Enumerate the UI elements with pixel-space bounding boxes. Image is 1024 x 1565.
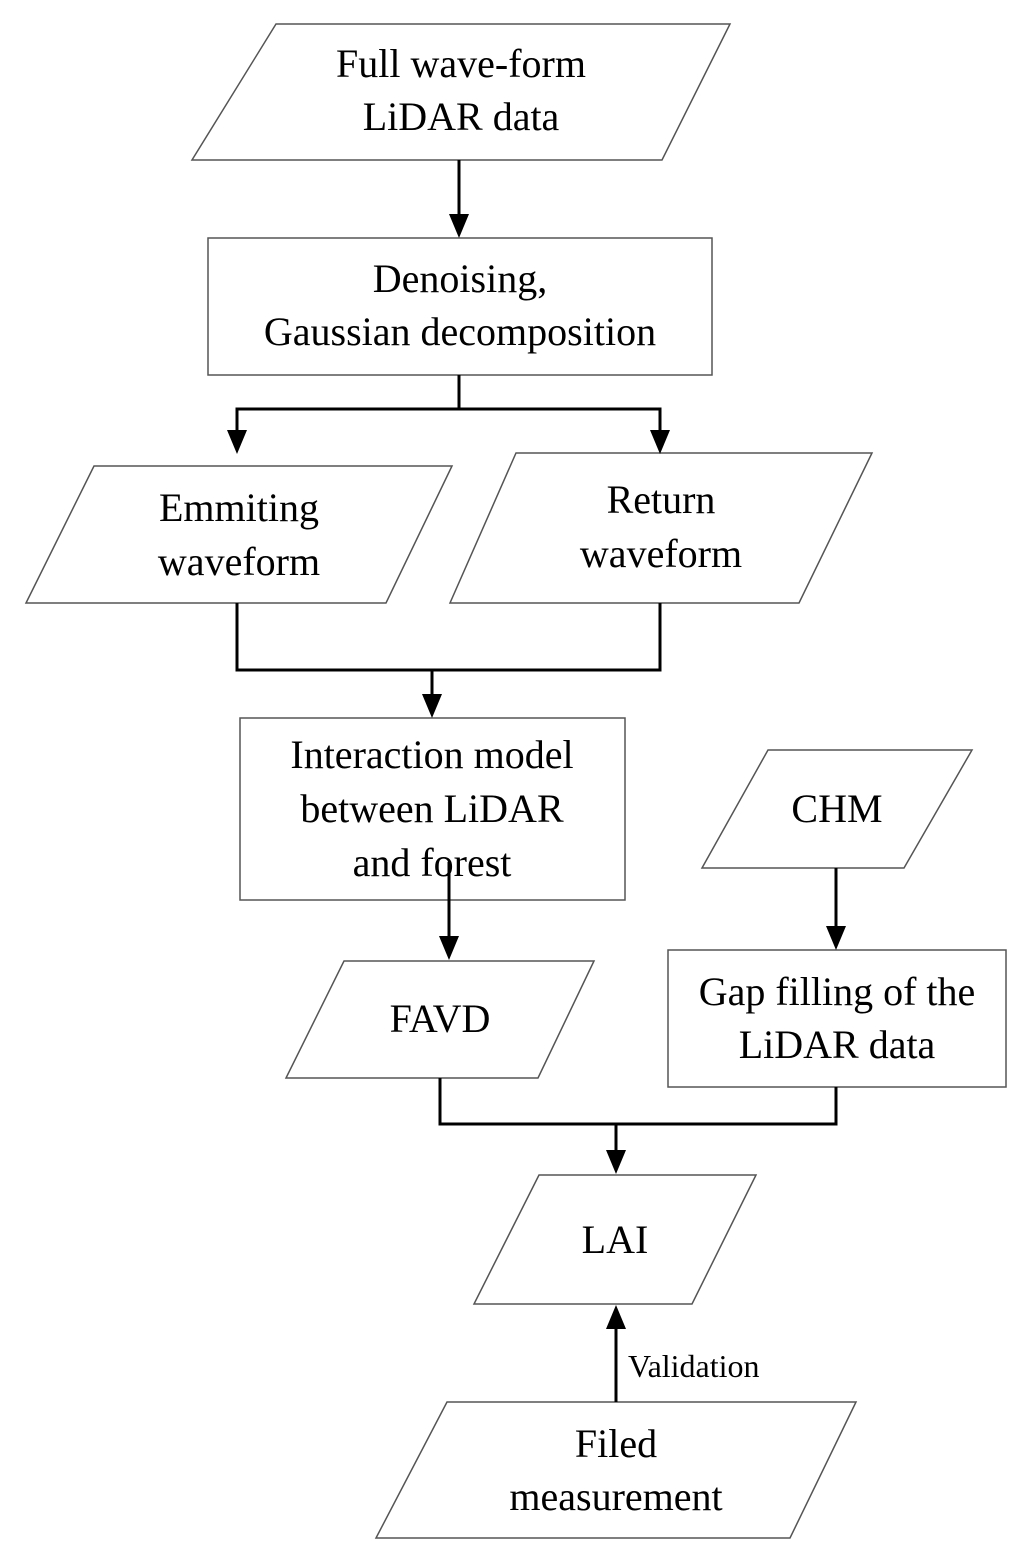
arrowhead <box>826 926 846 950</box>
connector-line <box>459 407 662 431</box>
parallelogram-shape <box>284 960 596 1079</box>
arrowhead <box>606 1305 626 1329</box>
node-label-line: Gaussian decomposition <box>264 309 656 354</box>
node-denoising: Denoising, Gaussian decomposition <box>207 237 713 376</box>
rectangle-shape <box>207 237 713 376</box>
node-emitting-waveform: Emmiting waveform <box>24 465 454 604</box>
parallelogram-shape <box>472 1174 758 1305</box>
node-return-waveform: Return waveform <box>448 452 874 604</box>
node-label-line: FAVD <box>390 996 491 1041</box>
node-label-line: waveform <box>580 531 742 576</box>
edge-full-waveform-to-denoising <box>449 160 469 238</box>
node-favd: FAVD <box>284 960 596 1079</box>
node-label-line: Filed <box>575 1421 657 1466</box>
rectangle-shape <box>667 949 1007 1088</box>
arrowhead <box>606 1150 626 1174</box>
node-field-measurement: Filed measurement <box>374 1401 858 1539</box>
node-label-line: Denoising, <box>373 256 547 301</box>
node-label-line: CHM <box>791 786 882 831</box>
node-label-line: LiDAR data <box>739 1022 936 1067</box>
arrowhead <box>227 430 247 454</box>
arrowhead <box>449 214 469 238</box>
parallelogram-shape <box>700 749 974 869</box>
edge-chm-to-gap-filling <box>826 868 846 950</box>
node-full-waveform-data: Full wave-form LiDAR data <box>190 23 732 161</box>
connector-line <box>235 375 461 431</box>
rectangle-shape <box>239 717 626 901</box>
edge-interaction-model-to-favd <box>439 862 459 960</box>
node-label-line: measurement <box>509 1474 722 1519</box>
validation-label: Validation <box>628 1348 760 1384</box>
parallelogram-shape <box>190 23 732 161</box>
node-label-line: between LiDAR <box>300 786 564 831</box>
edge-favd-gap-to-lai <box>438 1078 838 1174</box>
node-label-line: Emmiting <box>159 485 319 530</box>
parallelogram-shape <box>374 1401 858 1539</box>
node-label-line: and forest <box>353 840 512 885</box>
edge-field-measurement-to-lai: Validation <box>606 1305 760 1402</box>
node-label-line: Gap filling of the <box>699 969 976 1014</box>
parallelogram-shape <box>448 452 874 604</box>
node-chm: CHM <box>700 749 974 869</box>
arrowhead <box>422 694 442 718</box>
node-lai: LAI <box>472 1174 758 1305</box>
node-label-line: Interaction model <box>290 732 573 777</box>
edge-denoising-split <box>227 375 670 454</box>
node-gap-filling: Gap filling of the LiDAR data <box>667 949 1007 1088</box>
connector-line <box>438 1078 838 1126</box>
node-label-line: Full wave-form <box>336 41 586 86</box>
arrowhead <box>650 430 670 454</box>
arrowhead <box>439 936 459 960</box>
node-label-line: LiDAR data <box>363 94 560 139</box>
node-label-line: Return <box>607 477 716 522</box>
connector-line <box>235 603 662 672</box>
edge-waveforms-to-interaction-model <box>235 603 662 718</box>
node-label-line: waveform <box>158 539 320 584</box>
node-interaction-model: Interaction model between LiDAR and fore… <box>239 717 626 901</box>
node-label-line: LAI <box>582 1217 649 1262</box>
parallelogram-shape <box>24 465 454 604</box>
